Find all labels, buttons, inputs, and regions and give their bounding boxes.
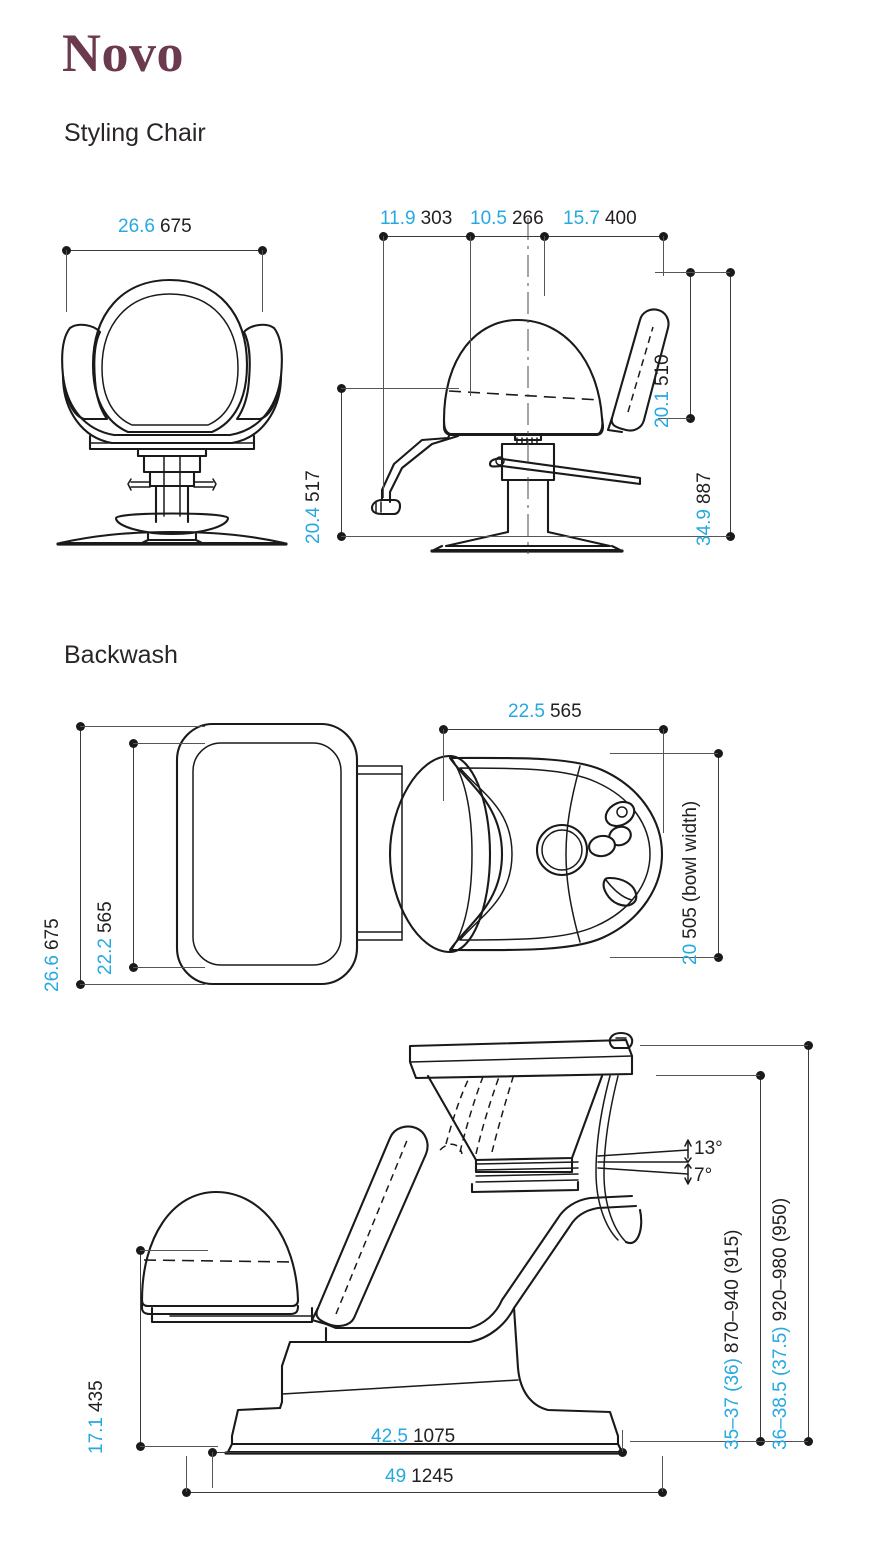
dim-ext-line	[544, 236, 545, 296]
dim-ext-line	[133, 967, 205, 968]
dim-ext-line	[80, 726, 205, 727]
dim-side-overall-height: 34.9887	[694, 472, 715, 546]
dim-rule-side-seat-height	[341, 388, 342, 536]
dim-bw-bowl-rim-height: 35–37 (36)870–940 (915)	[722, 1229, 743, 1450]
dim-ext-line	[630, 1441, 760, 1442]
dim-dot	[713, 952, 723, 962]
dim-bw-seat-depth: 22.2565	[95, 901, 116, 975]
dim-rule-front-width	[66, 250, 262, 251]
dim-rule-bw-seat-height	[140, 1250, 141, 1446]
dim-rule-side-backrest-height	[690, 272, 691, 418]
dim-rule-bw-overall-depth-side	[186, 1492, 662, 1493]
dim-rule-bw-seat-depth	[133, 743, 134, 967]
dim-dot	[725, 531, 735, 541]
dim-dot	[803, 1040, 813, 1050]
dim-dot	[725, 267, 735, 277]
dim-ext-line	[760, 1441, 808, 1442]
dim-rule-bw-bowl-rim-height	[760, 1075, 761, 1441]
dim-dot	[685, 413, 695, 423]
dim-ext-line	[658, 418, 690, 419]
dim-rule-side-overall-height	[730, 272, 731, 536]
dim-dot	[657, 1487, 667, 1497]
backwash-angle-leaders	[596, 1126, 706, 1206]
dim-ext-line	[341, 388, 459, 389]
dim-rule-side-top-chain	[383, 236, 663, 237]
dim-ext-line	[662, 1456, 663, 1492]
dim-ext-line	[655, 272, 690, 273]
section-heading-styling-chair: Styling Chair	[64, 119, 206, 147]
dim-bw-overall-depth: 26.6675	[42, 918, 63, 992]
dim-ext-line	[212, 1452, 213, 1488]
styling-chair-side-view-drawing	[370, 218, 682, 554]
dim-dot	[755, 1070, 765, 1080]
dim-rule-bw-bowl-width	[718, 753, 719, 957]
dim-bw-overall-height: 36–38.5 (37.5)920–980 (950)	[770, 1197, 791, 1450]
dim-ext-line	[341, 536, 463, 537]
dim-dot	[617, 1447, 627, 1457]
dim-ext-line	[663, 236, 664, 276]
dim-side-seat-height: 20.4517	[303, 470, 324, 544]
dim-dot	[803, 1436, 813, 1446]
dim-bw-seat-height: 17.1435	[86, 1380, 107, 1454]
dim-ext-line	[610, 957, 718, 958]
dim-rule-bw-base-depth	[212, 1452, 622, 1453]
dim-rule-bw-overall-depth	[80, 726, 81, 984]
dim-ext-line	[622, 1430, 623, 1452]
styling-chair-front-view-drawing	[52, 246, 292, 546]
dim-ext-line	[470, 236, 471, 396]
dim-ext-line	[690, 272, 730, 273]
dim-ext-line	[383, 236, 384, 498]
dim-ext-line	[140, 1250, 208, 1251]
dim-bw-angle-7: 7°	[694, 1165, 713, 1186]
backwash-top-view-drawing	[150, 718, 670, 990]
dim-ext-line	[460, 536, 730, 537]
dim-bw-angle-13: 13°	[694, 1138, 723, 1159]
dim-dot	[181, 1487, 191, 1497]
dim-rule-bw-bowl-length	[443, 729, 663, 730]
dim-ext-line	[610, 753, 718, 754]
dim-dot	[713, 748, 723, 758]
dim-ext-line	[640, 1045, 808, 1046]
dim-ext-line	[663, 729, 664, 833]
dim-ext-line	[80, 984, 205, 985]
section-heading-backwash: Backwash	[64, 641, 178, 669]
page-title: Novo	[62, 23, 184, 83]
dim-bw-bowl-width: 20505(bowl width)	[680, 800, 701, 965]
dim-ext-line	[262, 250, 263, 312]
dim-ext-line	[66, 250, 67, 312]
dim-ext-line	[656, 1075, 760, 1076]
dim-ext-line	[140, 1446, 218, 1447]
dim-side-backrest-height: 20.1510	[652, 354, 673, 428]
dim-ext-line	[443, 729, 444, 801]
dim-ext-line	[133, 743, 205, 744]
backwash-side-view-drawing	[140, 1031, 700, 1455]
dim-ext-line	[186, 1456, 187, 1492]
dim-rule-bw-overall-height	[808, 1045, 809, 1441]
